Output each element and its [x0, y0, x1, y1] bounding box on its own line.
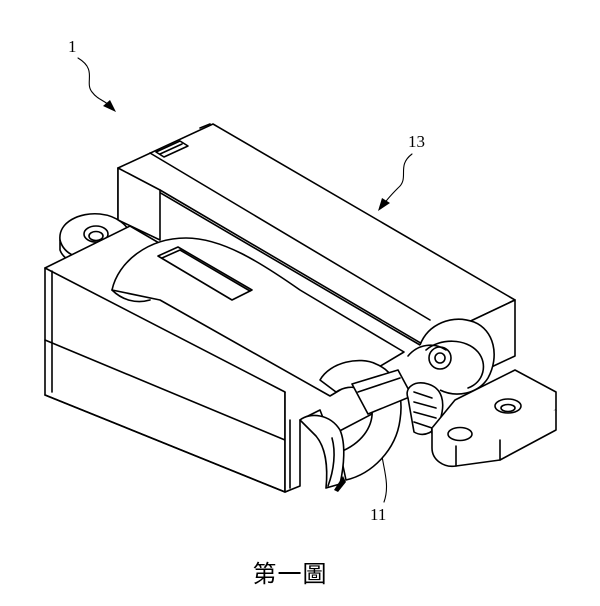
arrowhead-assembly [103, 100, 116, 112]
label-assembly: 1 [68, 37, 77, 56]
label-housing: 13 [408, 132, 425, 151]
leader-assembly [77, 57, 111, 107]
front-end [284, 359, 444, 493]
rear-cylinder [407, 318, 495, 395]
figure-caption: 第一圖 [253, 560, 328, 588]
label-clip: 11 [370, 505, 386, 524]
arrowhead-housing [378, 198, 390, 211]
leader-housing [383, 153, 413, 205]
right-flange [431, 369, 557, 468]
